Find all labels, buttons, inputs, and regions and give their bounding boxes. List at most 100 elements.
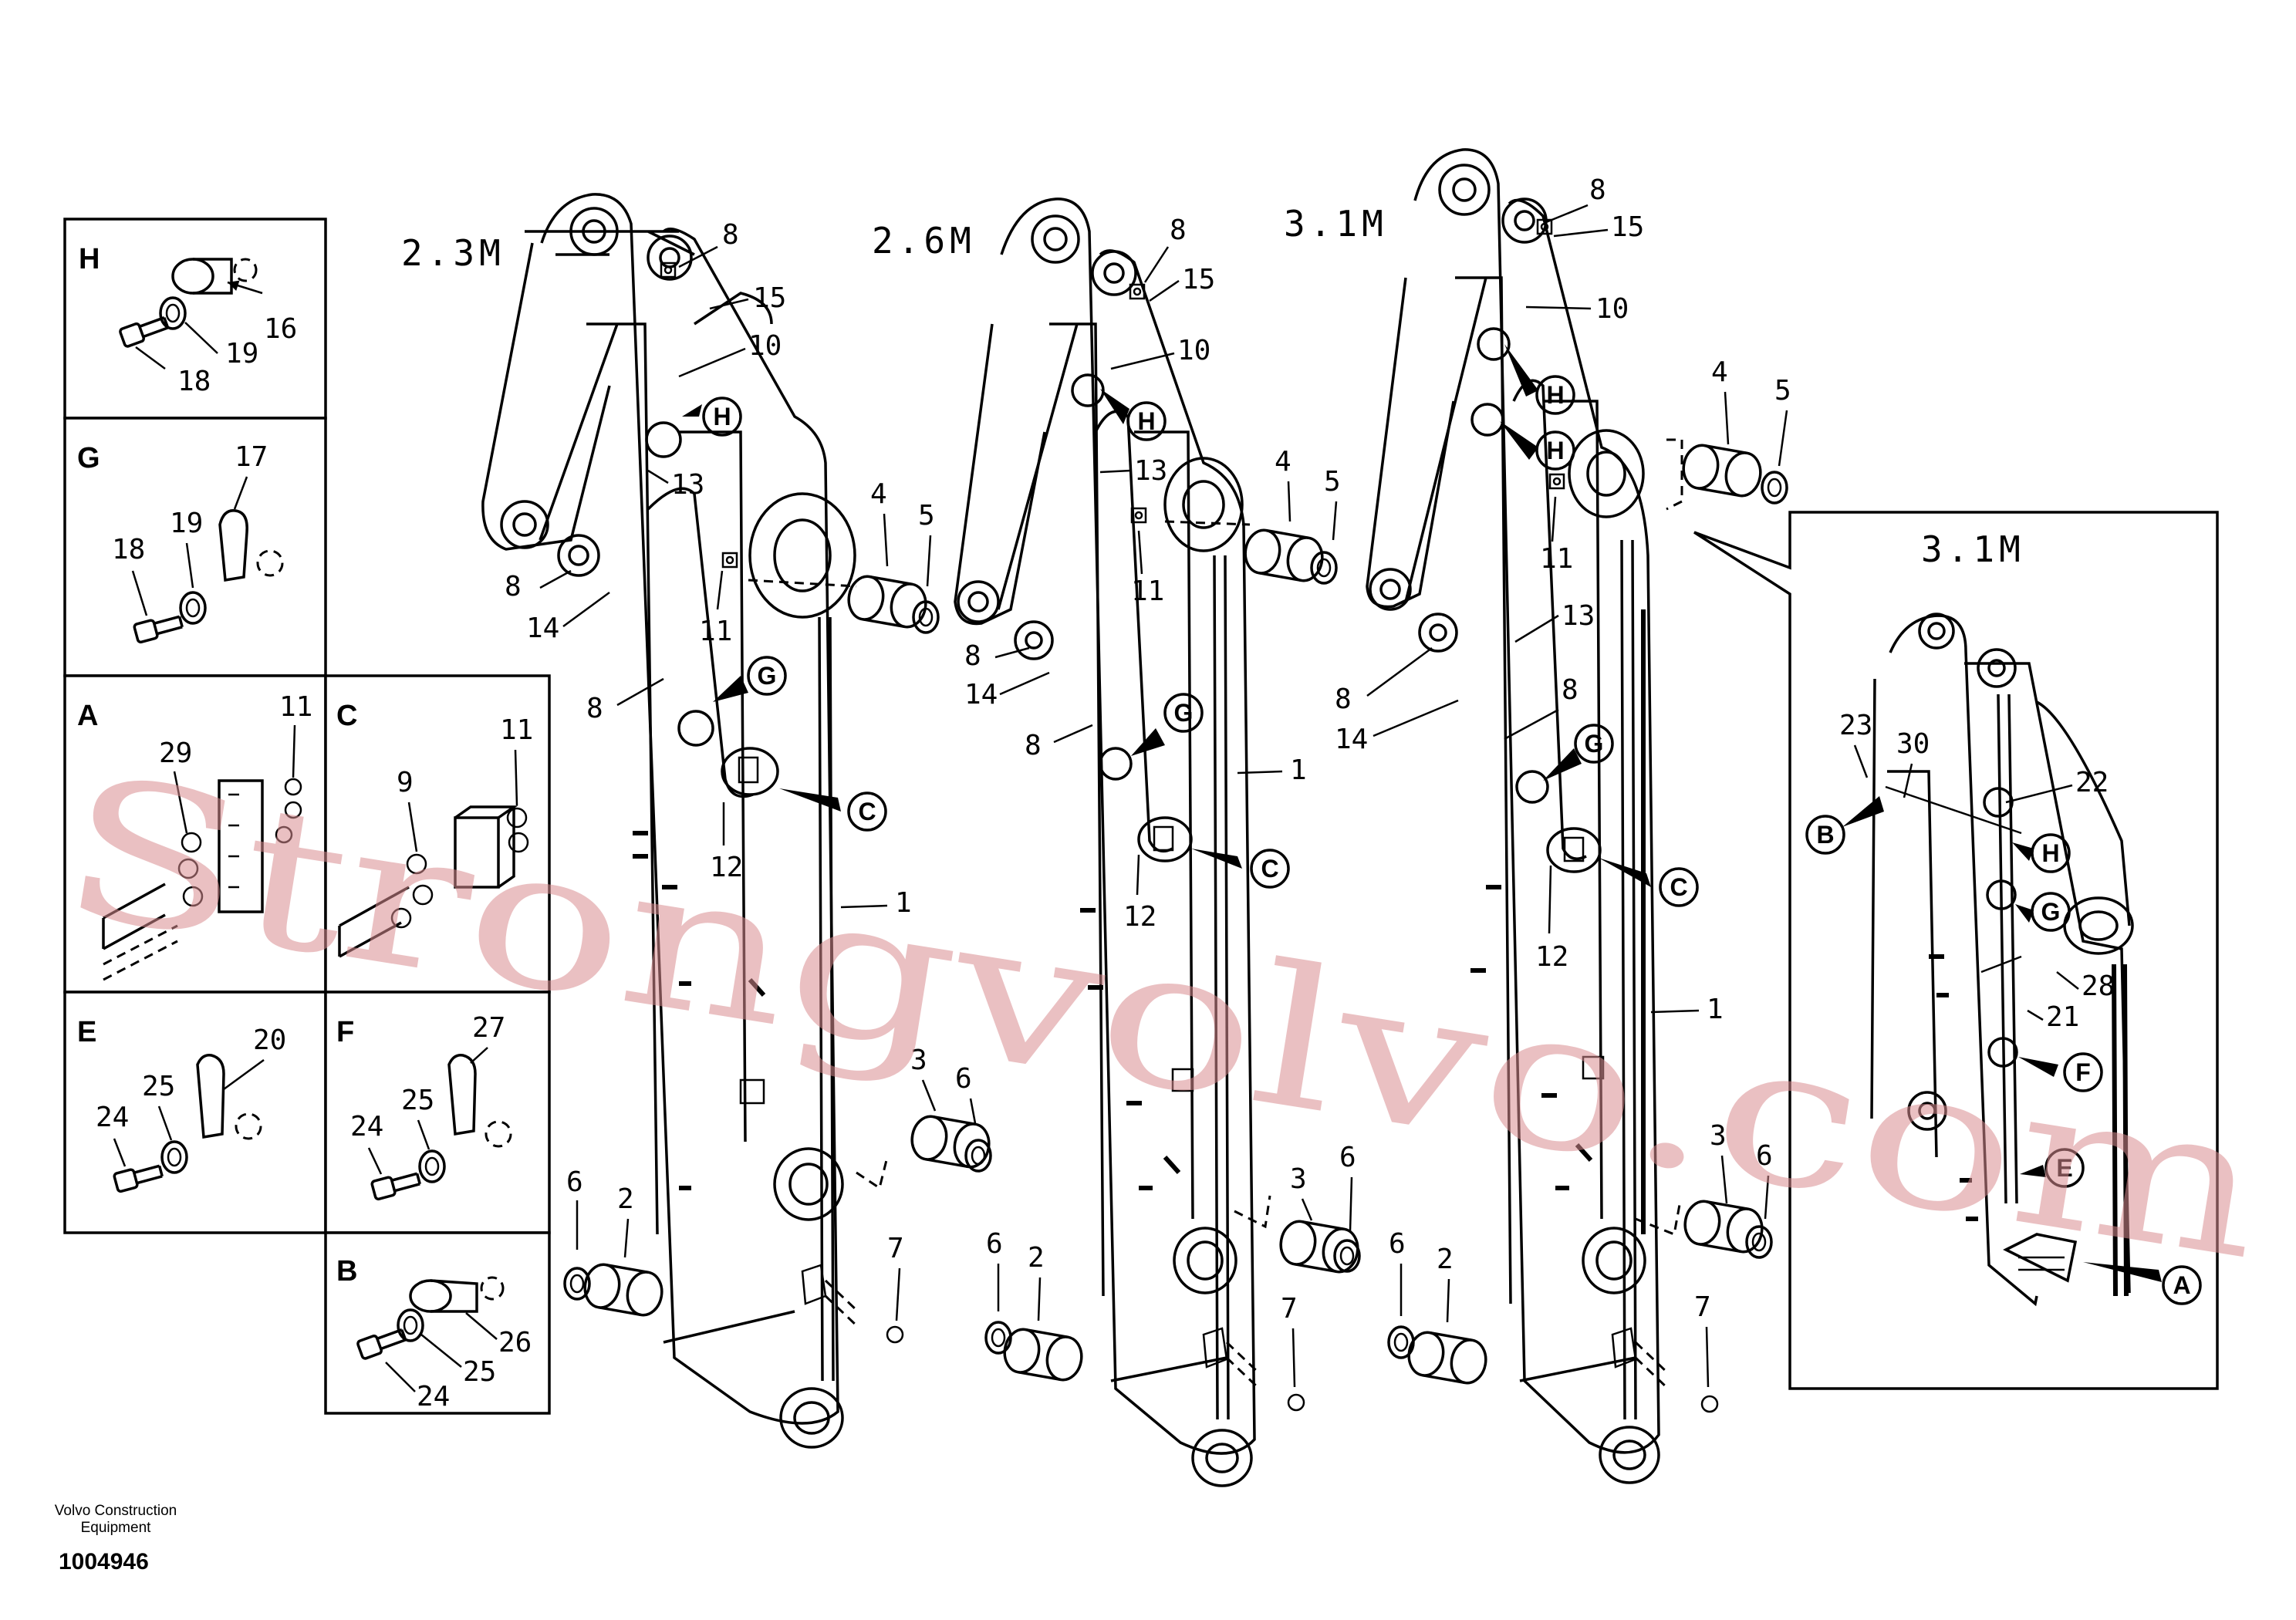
part-number-13: 13 [1562,600,1595,632]
part-number-25-b: 25 [463,1356,496,1388]
callout-g: G [1543,724,1614,781]
part-number-15: 15 [1611,211,1644,243]
part-number-4: 4 [1711,356,1728,388]
part-number-4: 4 [1275,446,1292,478]
part-number-11: 11 [1131,575,1164,607]
part-number-12: 12 [1535,941,1568,973]
part-number-11: 11 [1540,543,1573,575]
svg-text:C: C [1670,873,1687,901]
arm-outline [1000,197,1256,1455]
detail-box-a: A 29 11 [63,674,327,994]
callout-e: E [2020,1148,2085,1188]
part-number-18: 18 [177,366,211,397]
callout-h: H [1504,344,1575,415]
variant-label-2-3m: 2.3M [401,232,505,274]
part-number-18-g: 18 [112,534,145,565]
part-number-5: 5 [918,500,935,532]
svg-text:E: E [2056,1154,2072,1182]
callout-b: B [1805,796,1884,855]
brand-line-2: Equipment [80,1520,151,1536]
arm-2-3m: 2.3M 8 15 10 1 [401,193,994,1449]
part-number-2: 2 [1028,1242,1045,1274]
part-number-22: 22 [2075,767,2109,798]
document-number: 1004946 [59,1549,149,1574]
part-number-12: 12 [1123,901,1156,933]
part-number-3: 3 [1710,1120,1727,1152]
part-number-15: 15 [1182,264,1215,295]
detail-panel-3-1m: 3.1M 23 30 22 28 21 B H G F E A [1693,511,2219,1390]
part-number-8-mid: 8 [1025,730,1042,761]
part-number-4: 4 [870,478,887,510]
part-number-6-lower: 6 [986,1228,1003,1260]
part-number-6: 6 [1339,1142,1356,1173]
part-number-3: 3 [1290,1163,1307,1195]
variant-label-2-6m: 2.6M [872,220,976,262]
detail-box-b: B 26 25 24 [324,1231,551,1415]
part-number-14: 14 [526,613,559,644]
part-number-7: 7 [1281,1293,1298,1325]
callout-g: G [1131,693,1204,756]
detail-box-label-e: E [77,1016,96,1048]
part-number-2: 2 [1437,1244,1454,1275]
detail-box-e: E 20 25 24 [63,991,327,1234]
part-number-3: 3 [910,1045,927,1076]
part-number-8-mid: 8 [586,693,603,724]
detail-box-c: C 9 11 [324,674,551,994]
part-number-5: 5 [1774,375,1791,407]
detail-box-h: H 16 19 18 [63,218,327,420]
svg-text:G: G [1174,699,1194,727]
part-number-19-g: 19 [170,508,203,539]
part-number-2: 2 [617,1183,634,1215]
part-number-8-lower: 8 [964,640,981,672]
part-number-28: 28 [2082,970,2115,1002]
arm-2-6m: 2.6M 8 15 10 13 [872,197,1362,1487]
svg-text:G: G [1585,730,1604,758]
variant-label-3-1m: 3.1M [1284,203,1388,245]
arm-outline [1413,148,1660,1454]
brand-block: Volvo Construction Equipment [31,1503,201,1537]
callout-c: C [1599,858,1699,907]
svg-text:C: C [1261,855,1278,883]
part-number-25-f: 25 [401,1085,434,1116]
callout-c: C [1191,849,1290,889]
part-number-6: 6 [955,1063,972,1095]
part-number-6-lower: 6 [1389,1228,1406,1260]
part-number-13: 13 [1134,455,1167,487]
detail-box-label-a: A [77,700,98,732]
part-number-29: 29 [159,737,192,769]
part-number-10: 10 [1595,293,1629,325]
part-number-8-mid: 8 [1562,674,1578,706]
part-number-30: 30 [1896,728,1930,760]
part-number-14: 14 [964,679,998,710]
callout-h: H [1100,389,1167,441]
part-number-10: 10 [1177,335,1210,366]
clamp-27-shape [447,1054,477,1136]
part-number-1: 1 [895,887,912,919]
part-number-19: 19 [225,338,258,370]
svg-text:H: H [1137,407,1155,435]
svg-text:F: F [2075,1058,2091,1086]
detail-box-g: G 17 19 18 [63,417,327,677]
callout-g: G [2015,892,2071,932]
callout-f: F [2018,1052,2103,1092]
part-number-24-f: 24 [350,1111,383,1142]
clamp-17-shape [218,509,248,582]
part-number-14: 14 [1335,724,1368,755]
callout-h: H [1500,421,1575,471]
detail-box-f: F 27 25 24 [324,991,551,1234]
part-number-24-e: 24 [96,1102,129,1133]
clamp-20-shape [196,1054,225,1139]
part-number-7: 7 [1694,1291,1711,1323]
callout-c: C [779,788,887,832]
callout-h: H [682,397,742,437]
svg-text:G: G [2041,898,2061,926]
part-number-1: 1 [1707,994,1724,1025]
part-number-8: 8 [1170,214,1187,246]
svg-text:H: H [1546,381,1564,409]
part-number-13: 13 [671,469,704,501]
svg-text:H: H [2041,839,2059,867]
part-number-6: 6 [1756,1140,1773,1172]
part-number-24-b: 24 [417,1381,450,1412]
callout-a: A [2083,1262,2202,1305]
detail-panels: H 16 19 18 G 17 19 18 [63,218,551,1415]
